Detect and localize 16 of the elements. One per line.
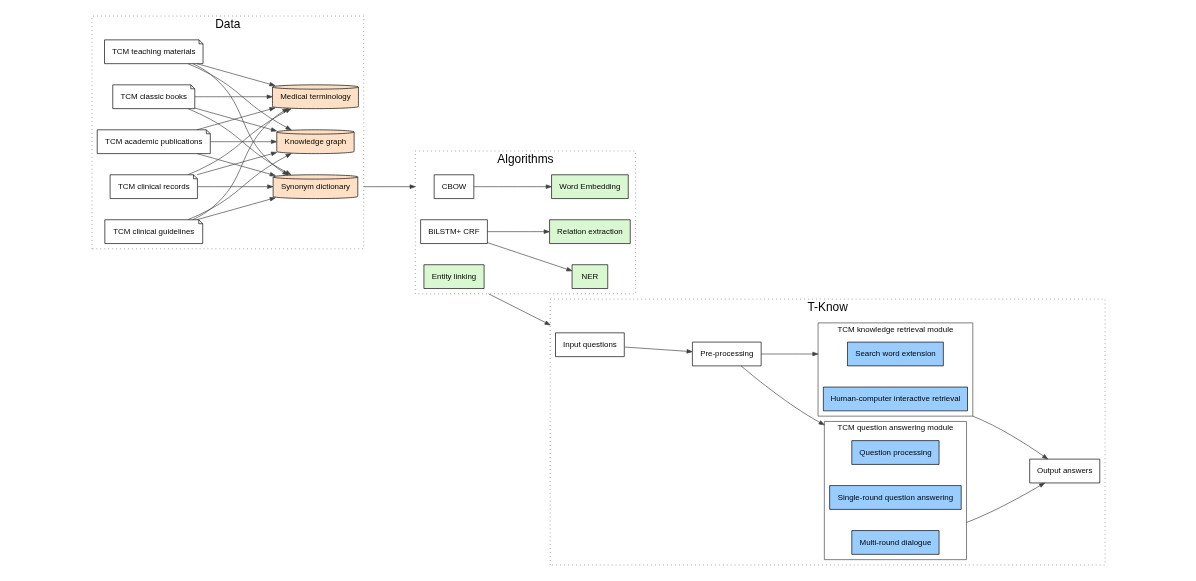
- arrow: [486, 229, 550, 234]
- arrow: [209, 139, 277, 144]
- arrow: [623, 346, 693, 354]
- arrow: [196, 197, 276, 221]
- arrow: [194, 94, 273, 99]
- arrow: [740, 365, 825, 426]
- arrow: [965, 482, 1045, 523]
- arrow: [473, 184, 552, 189]
- arrow: [362, 184, 416, 189]
- arrow: [971, 415, 1048, 460]
- arrow: [196, 184, 273, 189]
- arrow: [487, 293, 551, 326]
- arrow: [486, 242, 572, 272]
- arrow: [760, 351, 818, 357]
- arrow: [196, 63, 275, 87]
- arrow: [187, 63, 291, 131]
